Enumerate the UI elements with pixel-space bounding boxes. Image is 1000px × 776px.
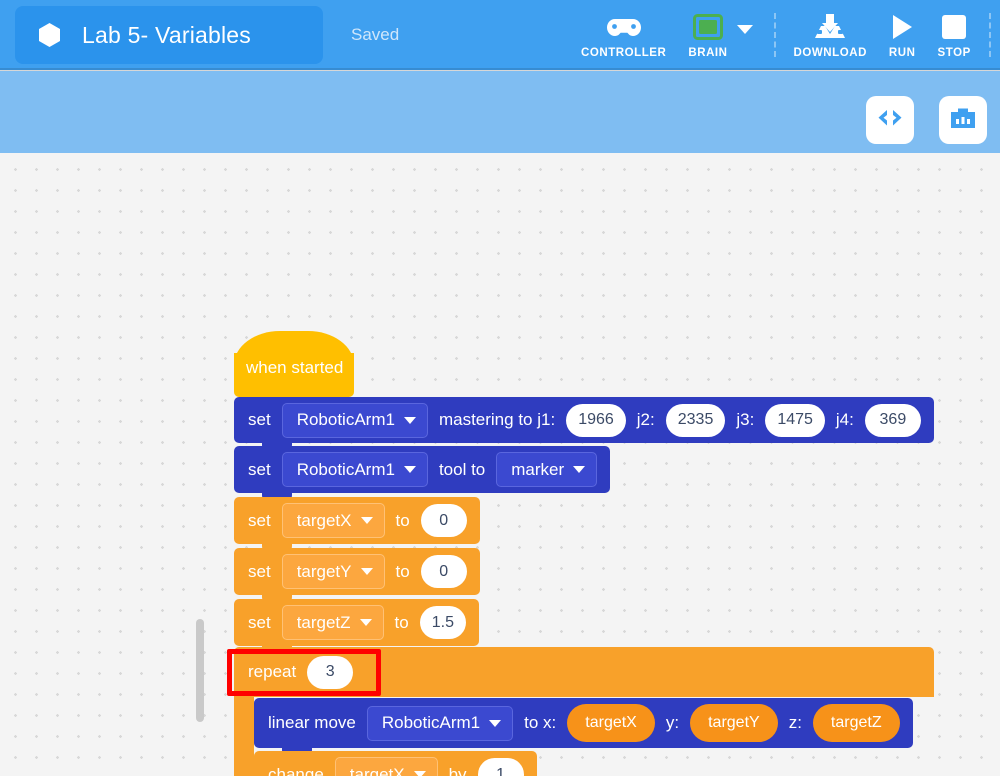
chevron-down-icon [489,719,502,727]
repeat-count-field[interactable]: 3 [307,655,354,689]
j1-value-field[interactable]: 1966 [566,403,626,437]
chevron-down-icon [403,466,416,473]
toolbar-item-controller[interactable]: CONTROLLER [570,0,677,70]
variable-dropdown[interactable]: targetX [281,503,385,538]
set-keyword-label: set [248,612,271,632]
secondary-toolbar [0,71,1000,153]
to-label: to [394,612,409,632]
to-label: to [395,561,410,581]
save-status: Saved [351,25,400,44]
project-name-pill[interactable]: Lab 5- Variables [15,6,323,64]
chevron-down-icon [360,517,373,524]
when-started-label: when started [246,358,344,377]
header-divider [0,68,1000,71]
variable-dropdown-value: targetZ [296,612,351,632]
set-mastering-block[interactable]: set RoboticArm1 mastering to j1: 1966 j2… [234,397,934,452]
hexagon-icon [37,22,63,48]
j4-value-field[interactable]: 369 [864,403,921,437]
variable-dropdown-value: targetX [296,510,352,530]
set-variable-block[interactable]: set targetX to 0 [234,497,480,553]
block-notch [262,646,292,655]
variable-dropdown-value: targetX [349,764,405,776]
brain-dropdown-button[interactable] [736,0,767,70]
code-view-button[interactable] [866,96,914,144]
toolbar-label-controller: CONTROLLER [581,46,667,59]
j4-label: j4: [835,410,854,429]
j3-value-field[interactable]: 1475 [765,403,825,437]
change-keyword-label: change [268,764,324,776]
x-variable-pill[interactable]: targetX [567,704,655,742]
set-keyword-label: set [248,410,271,429]
variable-value-field[interactable]: 0 [420,504,467,537]
device-dropdown[interactable]: RoboticArm1 [281,452,428,487]
toolbar-label-download: DOWNLOAD [793,46,867,59]
z-label: z: [788,713,802,732]
set-tool-block[interactable]: set RoboticArm1 tool to marker [234,446,611,502]
dashboard-button[interactable] [939,96,987,144]
variable-dropdown[interactable]: targetY [281,554,385,589]
to-label: to [395,510,410,530]
y-variable-pill[interactable]: targetY [690,704,778,742]
dashboard-monitor-icon [949,105,977,136]
set-keyword-label: set [248,561,271,581]
variable-value-field[interactable]: 0 [420,555,467,588]
main-toolbar: CONTROLLER BRAIN DOWNLOAD [570,0,1000,70]
z-variable-pill[interactable]: targetZ [812,704,900,742]
y-label: y: [665,713,680,732]
device-dropdown-value: RoboticArm1 [296,410,395,429]
tool-to-label: tool to [438,459,486,479]
variable-dropdown[interactable]: targetZ [281,605,384,640]
device-dropdown[interactable]: RoboticArm1 [281,402,428,438]
download-icon [813,12,847,42]
tool-dropdown[interactable]: marker [496,452,598,487]
block-workspace[interactable]: repeat 3 when started set RoboticArm1 ma… [0,153,1000,776]
chevron-down-icon [736,24,753,34]
linear-move-block[interactable]: linear move RoboticArm1 to x: targetX y:… [254,698,913,757]
tool-dropdown-value: marker [511,459,565,479]
gamepad-icon [606,12,641,42]
stop-square-icon [941,12,967,42]
code-brackets-icon [876,108,904,133]
set-keyword-label: set [248,459,271,479]
linear-move-label: linear move [268,713,356,732]
toolbar-label-brain: BRAIN [688,46,728,59]
chevron-down-icon [573,466,586,473]
toolbar-item-stop[interactable]: STOP [927,0,982,70]
toolbar-divider-2 [988,13,991,57]
device-dropdown-value: RoboticArm1 [296,459,395,479]
set-variable-block[interactable]: set targetY to 0 [234,548,480,604]
chevron-down-icon [359,619,372,626]
toolbar-label-stop: STOP [937,46,971,59]
repeat-block-arm [234,697,254,776]
j3-label: j3: [736,410,755,429]
toolbar-label-run: RUN [888,46,916,59]
variable-dropdown[interactable]: targetX [334,757,438,776]
j2-label: j2: [636,410,655,429]
toolbar-item-brain[interactable]: BRAIN [677,0,738,70]
set-variable-block[interactable]: set targetZ to 1.5 [234,599,479,655]
change-variable-block[interactable]: change targetX by 1 [254,751,537,776]
by-label: by [448,764,467,776]
variable-value-field[interactable]: 1.5 [419,606,466,639]
device-dropdown-value: RoboticArm1 [381,713,481,732]
device-dropdown[interactable]: RoboticArm1 [366,705,514,741]
vertical-scrollbar[interactable] [196,619,204,722]
toolbar-divider [773,13,776,57]
chevron-down-icon [360,568,373,575]
toolbar-item-download[interactable]: DOWNLOAD [783,0,878,70]
chevron-down-icon [403,416,416,424]
repeat-block[interactable]: repeat 3 [234,647,934,697]
j2-value-field[interactable]: 2335 [665,403,726,437]
page-title: Lab 5- Variables [82,21,251,48]
variable-dropdown-value: targetY [296,561,352,581]
repeat-label: repeat [248,662,297,681]
play-icon [890,12,914,42]
brain-device-icon [692,12,723,42]
chevron-down-icon [413,771,426,776]
set-keyword-label: set [248,510,271,530]
mastering-label: mastering to j1: [438,410,556,429]
change-amount-field[interactable]: 1 [477,758,524,776]
toolbar-item-run[interactable]: RUN [878,0,927,70]
x-label: to x: [524,713,557,732]
